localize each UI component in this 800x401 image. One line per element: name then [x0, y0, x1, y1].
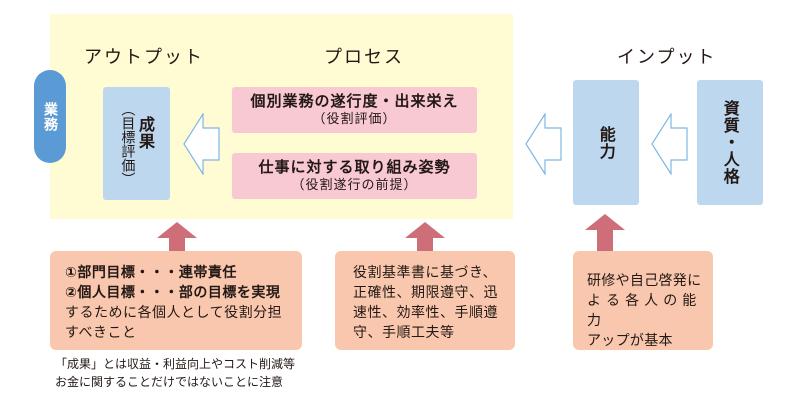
footnote-line: 「成果」とは収益・利益向上やコスト削減等 [55, 357, 296, 371]
process-note-box: 役割基準書に基づき、 正確性、期限遵守、迅 速性、効率性、手順遵 守、手順工夫等 [335, 251, 515, 350]
character-label: 資質・人格 [720, 100, 740, 185]
result-subtitle: （目標評価） [119, 101, 136, 186]
left-arrow-icon [183, 113, 221, 175]
footnote: 「成果」とは収益・利益向上やコスト削減等 お金に関することだけではないことに注意 [55, 355, 295, 391]
footnote-line: お金に関することだけではないことに注意 [55, 375, 284, 389]
output-note-line: ②個人目標・・・部の目標を実現 [65, 285, 281, 301]
result-title: 成果 [135, 115, 155, 150]
ability-label: 能力 [596, 125, 616, 160]
process-note-line: 役割基準書に基づき、 [353, 265, 498, 281]
process-note-line: 守、手順工夫等 [353, 325, 455, 341]
business-pill: 業務 [34, 70, 66, 163]
process-note-line: 速性、効率性、手順遵 [353, 305, 498, 321]
input-header: インプット [617, 47, 717, 68]
process-note-line: 正確性、期限遵守、迅 [353, 285, 498, 301]
result-box: 成果 （目標評価） [103, 87, 170, 200]
ability-box: 能力 [573, 80, 639, 205]
output-header: アウトプット [84, 47, 204, 68]
process-box-attitude-main: 仕事に対する取り組み姿勢 [258, 158, 451, 176]
input-note-line: 研修や自己啓発に [587, 273, 702, 289]
process-box-performance: 個別業務の遂行度・出来栄え （役割評価） [232, 87, 477, 133]
left-arrow-icon [651, 113, 689, 175]
process-box-attitude: 仕事に対する取り組み姿勢 （役割遂行の前提） [232, 153, 477, 199]
output-note-line: するために各個人として役割分担 [65, 305, 283, 321]
process-box-performance-main: 個別業務の遂行度・出来栄え [250, 92, 459, 110]
up-arrow-icon [585, 214, 625, 252]
character-box: 資質・人格 [697, 80, 763, 205]
process-box-performance-sub: （役割評価） [312, 112, 397, 127]
input-note-line: よ る 各 人 の 能 力 [587, 293, 697, 329]
up-arrow-icon [405, 222, 445, 252]
process-header: プロセス [324, 47, 404, 68]
process-box-attitude-sub: （役割遂行の前提） [291, 178, 418, 193]
output-note-line: すべきこと [65, 325, 137, 341]
output-note-line: ①部門目標・・・連帯責任 [65, 265, 237, 281]
input-note-box: 研修や自己啓発に よ る 各 人 の 能 力 アップが基本 [573, 251, 713, 350]
left-arrow-icon [525, 113, 563, 175]
input-note-line: アップが基本 [587, 333, 673, 349]
business-pill-label: 業務 [42, 101, 58, 132]
up-arrow-icon [157, 222, 197, 252]
output-note-box: ①部門目標・・・連帯責任 ②個人目標・・・部の目標を実現 するために各個人として… [50, 251, 302, 350]
